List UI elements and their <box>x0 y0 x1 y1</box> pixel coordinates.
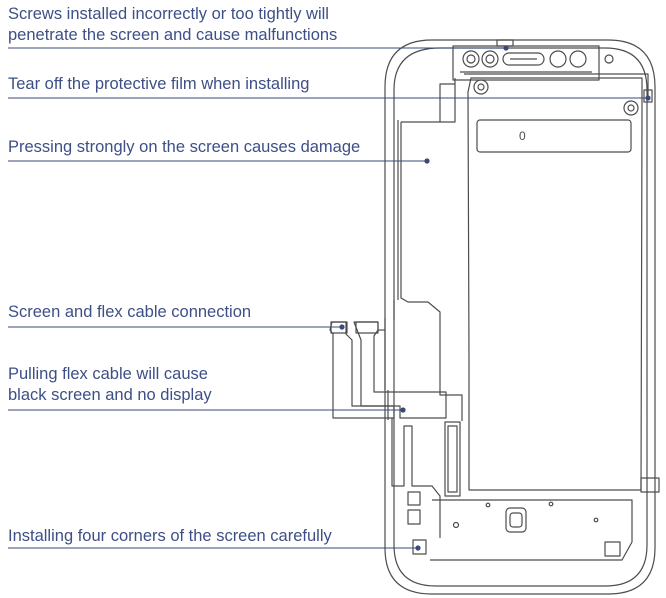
label-pulling-line-1: Pulling flex cable will cause <box>8 365 208 383</box>
protective-film-tab <box>643 89 653 103</box>
sensor-circle-2 <box>481 50 499 68</box>
label-screws-warning: Screws installed incorrectly or too tigh… <box>8 4 337 46</box>
bottom-corner-clip <box>412 539 427 555</box>
label-connection-line-1: Screen and flex cable connection <box>8 303 252 321</box>
label-flex-connection: Screen and flex cable connection <box>8 302 251 323</box>
label-corners-line-1: Installing four corners of the screen ca… <box>8 527 332 545</box>
bottom-home-bracket <box>505 507 527 533</box>
flex-connector-a <box>330 321 348 334</box>
sensor-circle-1 <box>462 50 480 68</box>
sensor-dot <box>604 54 614 64</box>
label-pressing-damage: Pressing strongly on the screen causes d… <box>8 137 360 158</box>
label-pulling-flex: Pulling flex cable will cause black scre… <box>8 364 212 406</box>
leader-dot-pressing <box>424 158 430 164</box>
indicator-box <box>476 119 632 153</box>
label-protective-film: Tear off the protective film when instal… <box>8 74 309 95</box>
bottom-right-tab <box>640 477 660 493</box>
bottom-dot-mid <box>485 502 491 508</box>
phone-outer-frame <box>384 39 656 595</box>
sensor-circle-4 <box>569 50 587 68</box>
bottom-dot-left <box>452 521 460 529</box>
speaker-grille <box>502 52 545 66</box>
lower-left-bracket <box>391 418 441 538</box>
leader-dot-connection <box>339 324 345 330</box>
screw-top-left <box>473 79 489 95</box>
label-pressing-line-1: Pressing strongly on the screen causes d… <box>8 138 361 156</box>
label-screws-line-2: penetrate the screen and cause malfuncti… <box>8 26 338 44</box>
bottom-clip-right <box>604 541 621 557</box>
sensor-circle-3 <box>549 50 567 68</box>
left-bracket <box>400 122 463 421</box>
bottom-dot-right <box>593 517 599 523</box>
leader-dot-pulling <box>400 407 406 413</box>
top-clip <box>496 39 514 47</box>
phone-inner-frame <box>393 47 648 587</box>
label-screws-line-1: Screws installed incorrectly or too tigh… <box>8 5 329 23</box>
label-film-line-1: Tear off the protective film when instal… <box>8 75 310 93</box>
bottom-clip-left <box>407 509 421 525</box>
flex-connector-b <box>355 321 379 334</box>
label-pulling-line-2: black screen and no display <box>8 386 212 404</box>
leader-dot-film <box>645 95 651 101</box>
notch-bracket <box>452 45 600 81</box>
screw-top-right <box>623 100 639 116</box>
bottom-screw-left <box>407 491 421 506</box>
flex-cable-right <box>353 321 447 419</box>
label-four-corners: Installing four corners of the screen ca… <box>8 526 332 547</box>
screen-panel-outline <box>467 77 643 491</box>
leader-dot-screws <box>503 45 509 51</box>
leader-dot-corners <box>415 545 421 551</box>
indicator-text: 0 <box>519 129 526 143</box>
